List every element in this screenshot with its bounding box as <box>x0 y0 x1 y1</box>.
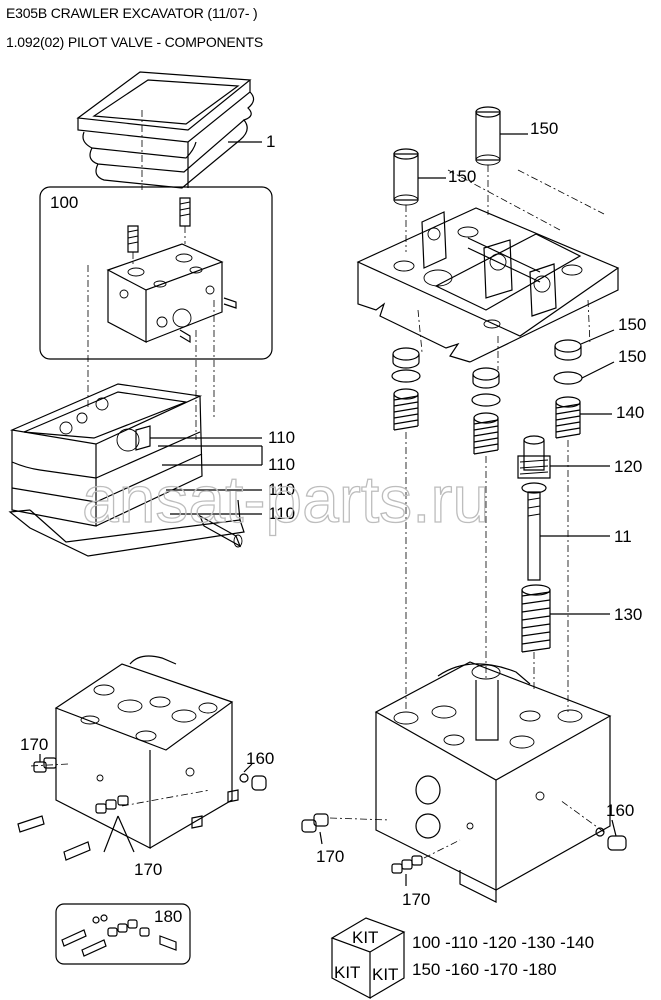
callout-110-a: 110 <box>268 428 295 447</box>
diagram-subtitle: 1.092(02) PILOT VALVE - COMPONENTS <box>6 34 263 50</box>
spring-left-column <box>393 388 419 431</box>
callout-170-d: 170 <box>402 890 430 909</box>
valve-body-right <box>374 661 612 903</box>
watermark-text: ansat-parts.ru <box>82 462 489 536</box>
callout-140: 140 <box>616 403 644 422</box>
plug-guides-left <box>29 763 211 807</box>
leader-lines-110 <box>150 437 263 515</box>
pilot-case-left <box>8 383 245 557</box>
callout-150-d: 150 <box>618 347 646 366</box>
assembly-frame-100 <box>39 186 273 360</box>
plugs-170-right <box>301 813 423 886</box>
seals-mid-column <box>471 367 501 407</box>
seals-left-column <box>391 347 421 383</box>
kit-frame-180 <box>55 903 191 965</box>
plug-guides-right <box>329 799 605 859</box>
kit-180-parts <box>61 914 177 957</box>
callout-120: 120 <box>614 457 642 476</box>
plug-160-left <box>239 763 267 791</box>
callout-160-b: 160 <box>606 801 634 820</box>
callout-110-b: 110 <box>268 455 295 474</box>
kit-label-right: KIT <box>372 965 398 984</box>
spring-pin-right <box>179 197 191 227</box>
callout-110-d: 110 <box>268 504 295 523</box>
assembly-guides-upper <box>87 110 215 440</box>
callout-150-a: 150 <box>530 119 558 138</box>
callout-130: 130 <box>614 605 642 624</box>
callout-150-c: 150 <box>618 315 646 334</box>
plate-guides <box>405 165 605 252</box>
kit-label-left: KIT <box>334 963 360 982</box>
callout-110-c: 110 <box>268 480 295 499</box>
leaders-right-upper <box>580 329 615 415</box>
callout-11: 11 <box>614 527 632 546</box>
callout-150-b: 150 <box>448 167 476 186</box>
callout-180: 180 <box>154 907 182 926</box>
cam-plate <box>356 207 620 363</box>
kit-contents-line1: 100 -110 -120 -130 -140 <box>412 933 594 952</box>
column-guides <box>405 299 591 712</box>
spring-140 <box>555 396 581 439</box>
diagram-title: E305B CRAWLER EXCAVATOR (11/07- ) <box>6 5 258 21</box>
spring-mid-column <box>473 412 499 455</box>
spring-130 <box>521 584 551 653</box>
callout-170-c: 170 <box>316 847 344 866</box>
kit-box-icon: KIT KIT KIT <box>330 917 406 999</box>
spool-11 <box>527 491 541 581</box>
pilot-cover-block <box>106 243 237 344</box>
plugs-170-left <box>17 754 239 861</box>
callout-170-a: 170 <box>20 735 48 754</box>
callout-1: 1 <box>266 132 275 151</box>
push-rod-120 <box>517 435 551 494</box>
callout-100: 100 <box>50 193 78 212</box>
plug-160-right <box>595 819 627 851</box>
seals-right-column <box>553 339 583 385</box>
spring-pin-left <box>127 225 139 253</box>
callout-160-a: 160 <box>246 749 274 768</box>
kit-contents-line2: 150 -160 -170 -180 <box>412 960 557 979</box>
pushers-150 <box>393 106 501 206</box>
valve-body-left <box>54 655 234 849</box>
kit-label-top: KIT <box>352 928 378 947</box>
rubber-boot-part <box>76 71 255 189</box>
callout-170-b: 170 <box>134 860 162 879</box>
